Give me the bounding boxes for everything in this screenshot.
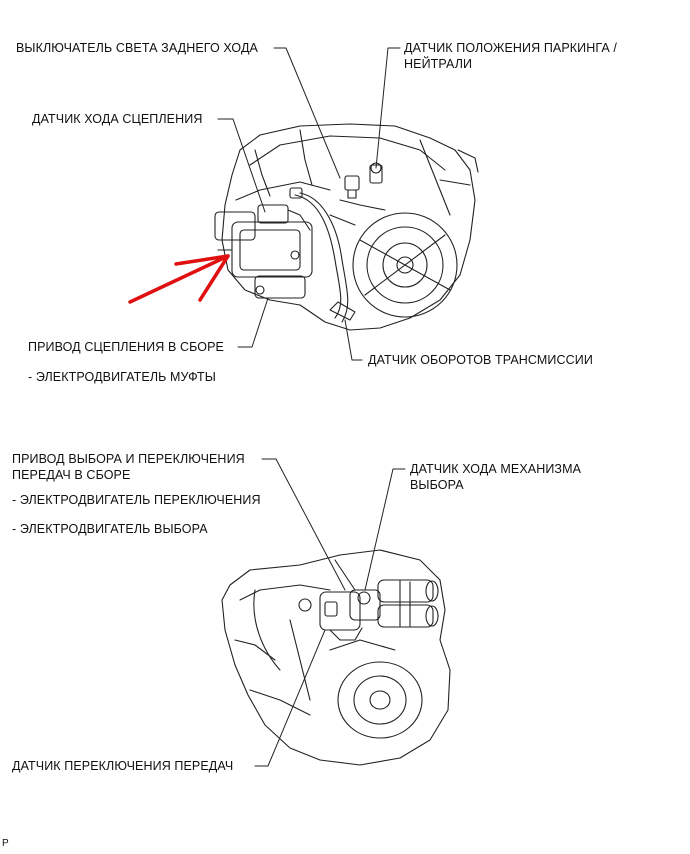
label-transmission-speed-sensor: ДАТЧИК ОБОРОТОВ ТРАНСМИССИИ	[368, 353, 593, 367]
label-reverse-light-switch: ВЫКЛЮЧАТЕЛЬ СВЕТА ЗАДНЕГО ХОДА	[16, 41, 258, 55]
label-clutch-motor: - ЭЛЕКТРОДВИГАТЕЛЬ МУФТЫ	[28, 370, 216, 384]
label-park-neutral-sensor-line1: ДАТЧИК ПОЛОЖЕНИЯ ПАРКИНГА /	[404, 41, 618, 55]
footer-mark: P	[2, 838, 9, 849]
leader-lines	[217, 47, 406, 767]
label-clutch-stroke-sensor: ДАТЧИК ХОДА СЦЕПЛЕНИЯ	[32, 112, 203, 126]
top-transmission-drawing	[214, 123, 479, 331]
label-shift-motor: - ЭЛЕКТРОДВИГАТЕЛЬ ПЕРЕКЛЮЧЕНИЯ	[12, 493, 261, 507]
label-select-motor: - ЭЛЕКТРОДВИГАТЕЛЬ ВЫБОРА	[12, 522, 208, 536]
label-clutch-actuator-assy: ПРИВОД СЦЕПЛЕНИЯ В СБОРЕ	[28, 340, 224, 354]
label-shift-sensor: ДАТЧИК ПЕРЕКЛЮЧЕНИЯ ПЕРЕДАЧ	[12, 759, 234, 773]
bottom-transmission-drawing	[221, 549, 451, 766]
label-select-stroke-sensor-line1: ДАТЧИК ХОДА МЕХАНИЗМА	[410, 462, 582, 476]
label-park-neutral-sensor-line2: НЕЙТРАЛИ	[404, 57, 473, 71]
label-shift-select-actuator-line1: ПРИВОД ВЫБОРА И ПЕРЕКЛЮЧЕНИЯ	[12, 452, 245, 466]
label-select-stroke-sensor-line2: ВЫБОРА	[410, 478, 464, 492]
label-shift-select-actuator-line2: ПЕРЕДАЧ В СБОРЕ	[12, 468, 131, 482]
red-arrow	[128, 254, 230, 304]
